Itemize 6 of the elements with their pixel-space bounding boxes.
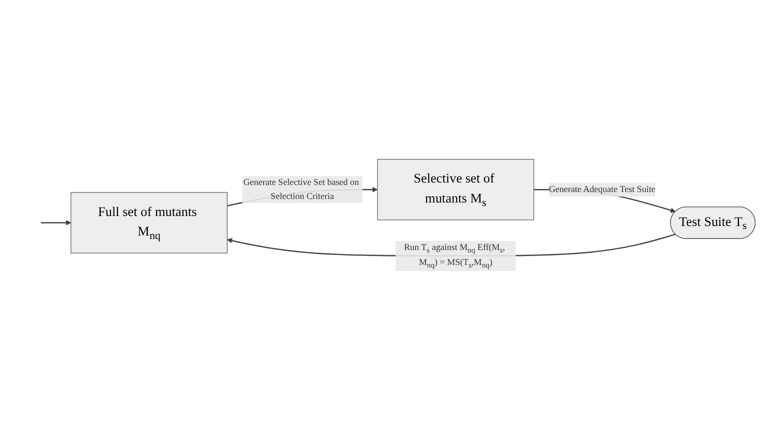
node-box: Full set of mutants M$_{nq}$ <box>70 192 228 254</box>
edge-label: Run T$_{s}$ against M$_{nq}$ Eff(M$_{s}$, M$_{nq}$) = MS(T$_{s}$,M$_{nq}$) <box>404 242 505 270</box>
node-box: Selective set of mutants M$_{s}$ <box>377 158 534 220</box>
edge-label: Generate Adequate Test Suite <box>548 184 656 194</box>
arrow <box>40 220 72 226</box>
edge-label: Generate Selective Set based on Selection Criteria <box>243 178 360 202</box>
